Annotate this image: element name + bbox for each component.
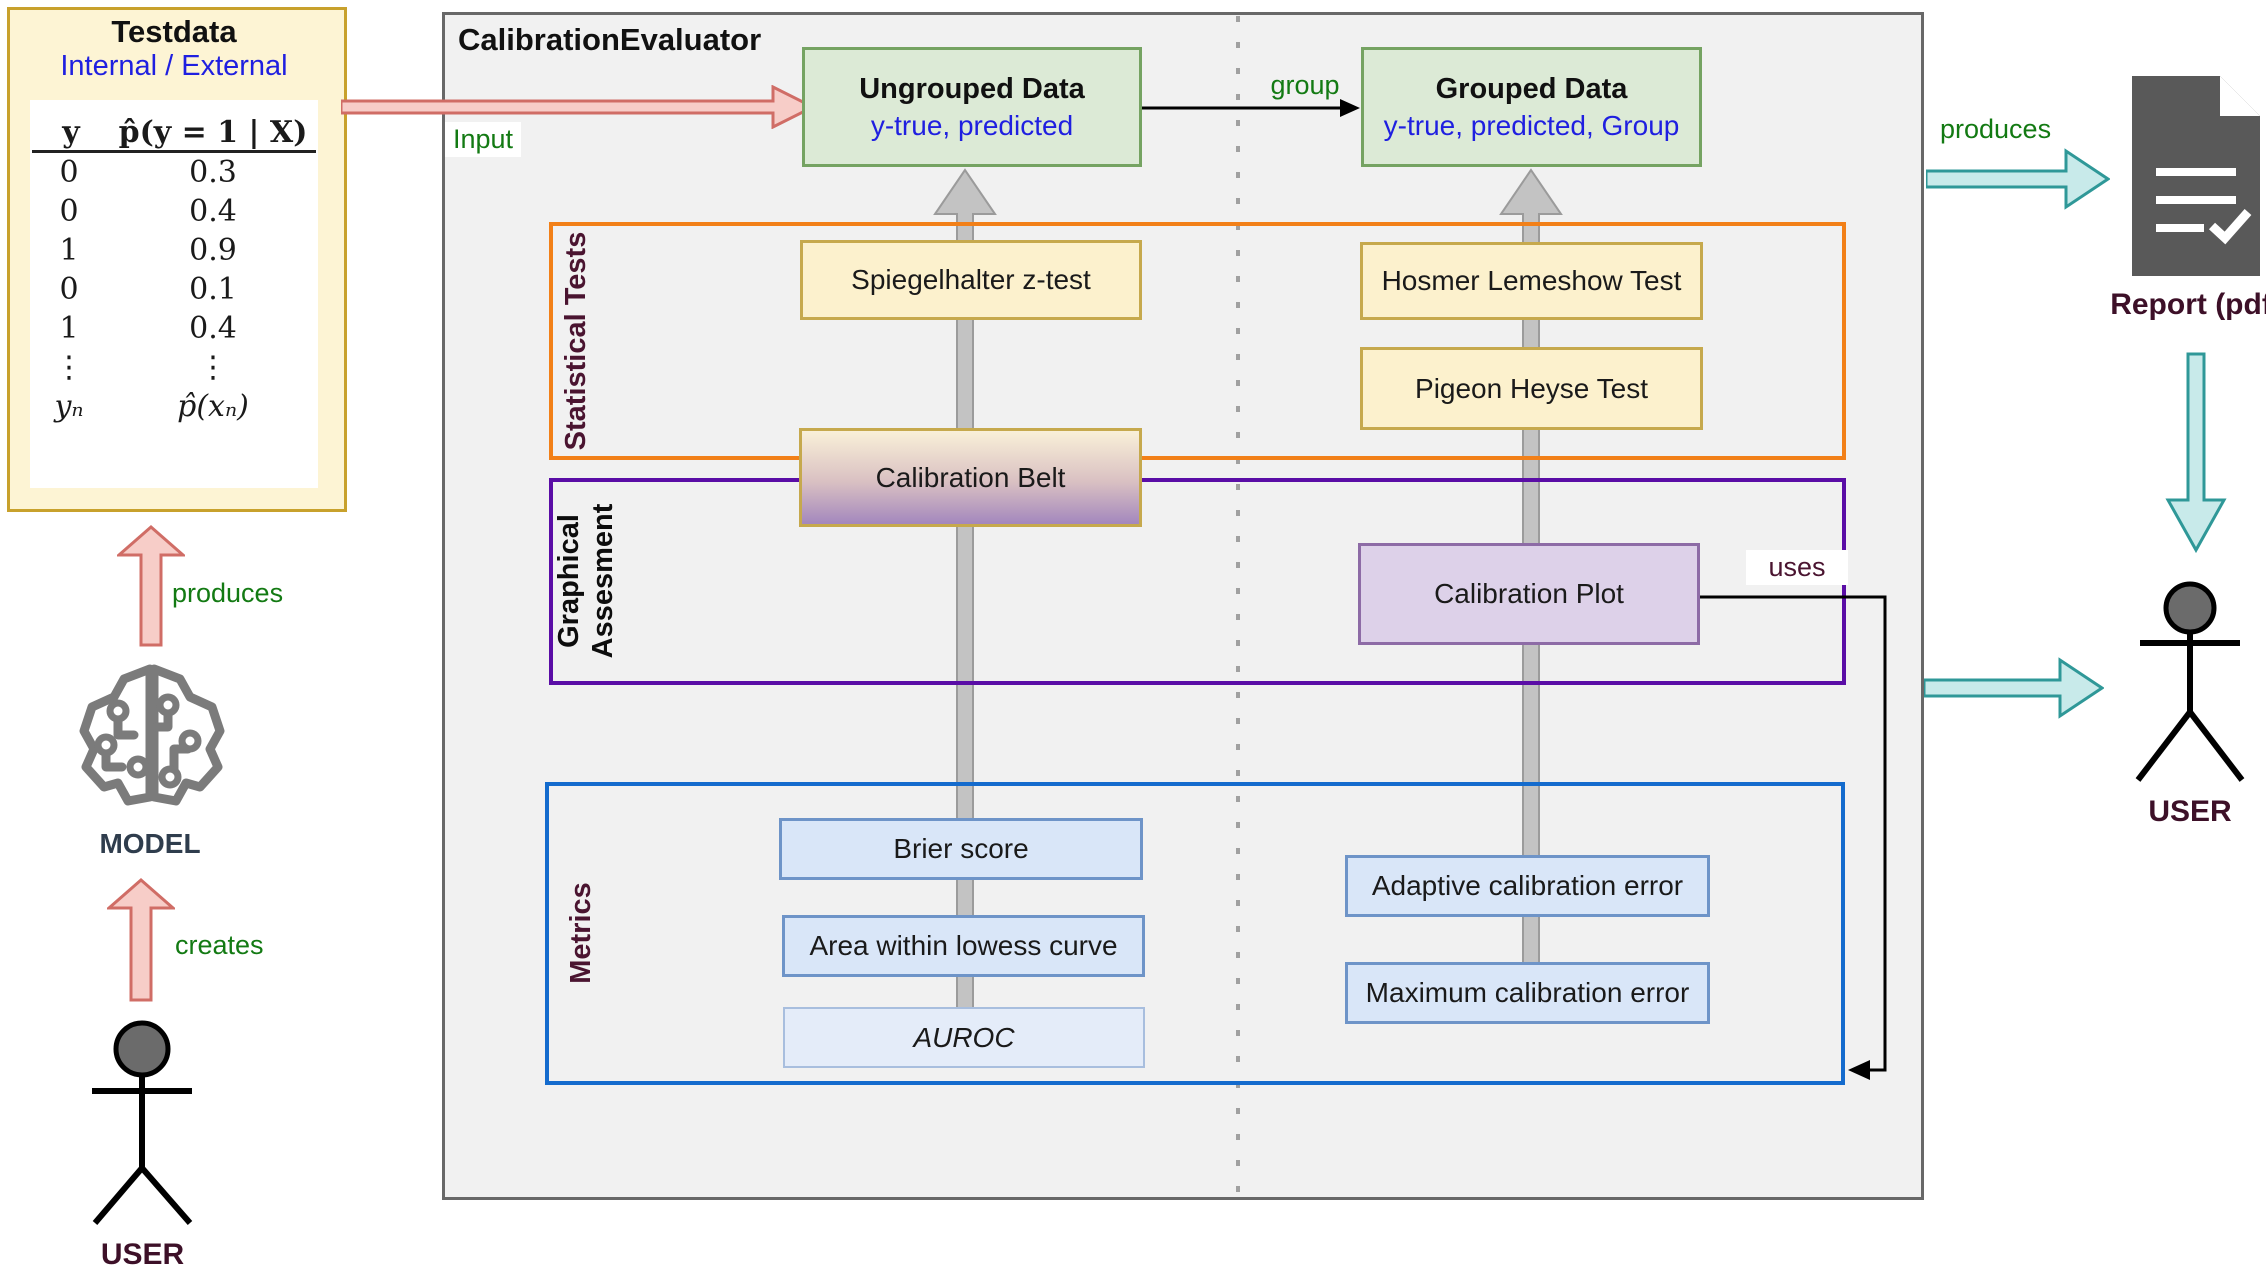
graphical-label-line2: Assesment [587, 503, 619, 659]
cell-phat: 0.4 [189, 194, 237, 229]
creates-label: creates [175, 930, 264, 960]
statistical-tests-label: Statistical Tests [560, 231, 592, 451]
table-row: ⋮⋮ [30, 348, 318, 387]
user-right-figure [2135, 581, 2245, 782]
graphical-assessment-label: Graphical Assesment [552, 441, 624, 721]
calibration-belt-label: Calibration Belt [875, 461, 1066, 493]
cell-y: 0 [59, 272, 79, 307]
col-y: y [62, 115, 80, 150]
hosmer-lemeshow-box: Hosmer Lemeshow Test [1360, 242, 1703, 320]
spiegelhalter-ztest-label: Spiegelhalter z-test [851, 264, 1091, 295]
grouped-data-node: Grouped Data y-true, predicted, Group [1361, 47, 1702, 167]
cell-phat: 0.4 [189, 311, 237, 346]
column-divider-dotted-line [1236, 16, 1240, 1196]
testdata-title: Testdata [111, 14, 237, 49]
user-left-label: USER [100, 1238, 185, 1271]
brier-score-label: Brier score [893, 833, 1029, 864]
cell-y: 1 [59, 311, 79, 346]
user-right-label: USER [2148, 795, 2232, 828]
grouped-data-title: Grouped Data [1435, 72, 1628, 105]
col-phat: p̂(y = 1 | X) [118, 115, 308, 150]
lowess-area-label: Area within lowess curve [809, 930, 1118, 961]
maximum-calibration-error-label: Maximum calibration error [1365, 977, 1690, 1008]
calibration-plot-box: Calibration Plot [1358, 543, 1700, 645]
produces-left-label: produces [172, 578, 284, 608]
report-to-user-arrow [2165, 352, 2227, 554]
pigeon-heyse-label: Pigeon Heyse Test [1415, 372, 1648, 404]
cell-phat: 0.9 [189, 233, 237, 268]
user-left-figure [92, 1020, 193, 1225]
cell-y: 0 [59, 155, 79, 190]
brier-score-box: Brier score [779, 818, 1143, 880]
ungrouped-data-title: Ungrouped Data [859, 72, 1085, 105]
testdata-subtitle: Internal / External [60, 50, 288, 82]
cell-y: 0 [59, 194, 79, 229]
adaptive-calibration-error-label: Adaptive calibration error [1371, 870, 1684, 901]
input-arrow [341, 85, 815, 129]
metrics-label: Metrics [565, 882, 597, 984]
pigeon-heyse-box: Pigeon Heyse Test [1360, 347, 1703, 430]
group-label: group [1270, 70, 1340, 100]
graphical-label-line1: Graphical [553, 514, 585, 648]
lowess-area-box: Area within lowess curve [782, 915, 1145, 977]
uses-label: uses [1746, 550, 1848, 585]
evaluator-to-user-arrow [1924, 657, 2104, 719]
user-creates-arrow [107, 878, 175, 1002]
cell-phat: 0.1 [189, 272, 237, 307]
produces-arrow [1926, 148, 2110, 210]
report-document-icon [2132, 76, 2260, 276]
adaptive-calibration-error-box: Adaptive calibration error [1345, 855, 1710, 917]
ungrouped-data-node: Ungrouped Data y-true, predicted [802, 47, 1142, 167]
ungrouped-data-subtitle: y-true, predicted [870, 109, 1074, 141]
auroc-label: AUROC [913, 1021, 1015, 1053]
group-arrow [1142, 99, 1360, 117]
auroc-box: AUROC [783, 1007, 1145, 1068]
maximum-calibration-error-box: Maximum calibration error [1345, 962, 1710, 1024]
cell-phat: 0.3 [189, 155, 237, 190]
cell-y: 1 [59, 233, 79, 268]
model-brain-icon [79, 664, 225, 806]
cell-phat: p̂(xₙ) [177, 389, 249, 424]
statistical-tests-section [549, 222, 1846, 460]
calibration-plot-label: Calibration Plot [1434, 578, 1624, 609]
model-label: MODEL [99, 828, 201, 859]
spiegelhalter-ztest-box: Spiegelhalter z-test [800, 240, 1142, 320]
table-row: yₙ p̂(xₙ) [30, 387, 318, 426]
metrics-section [545, 782, 1845, 1085]
uses-connector [1700, 595, 1887, 1080]
input-label: Input [445, 122, 522, 157]
grouped-data-subtitle: y-true, predicted, Group [1383, 109, 1680, 141]
cell-phat: ⋮ [198, 350, 228, 385]
model-produces-arrow [117, 525, 185, 647]
report-pdf-label: Report (pdf) [2110, 288, 2266, 321]
hosmer-lemeshow-label: Hosmer Lemeshow Test [1381, 265, 1682, 296]
cell-y: yₙ [54, 389, 84, 424]
page-title: CalibrationEvaluator [458, 22, 762, 57]
cell-y: ⋮ [54, 350, 84, 385]
produces-right-label: produces [1940, 114, 2052, 144]
testdata-table-header: y p̂(y = 1 | X) [32, 100, 316, 153]
calibration-belt-box: Calibration Belt [799, 428, 1142, 527]
